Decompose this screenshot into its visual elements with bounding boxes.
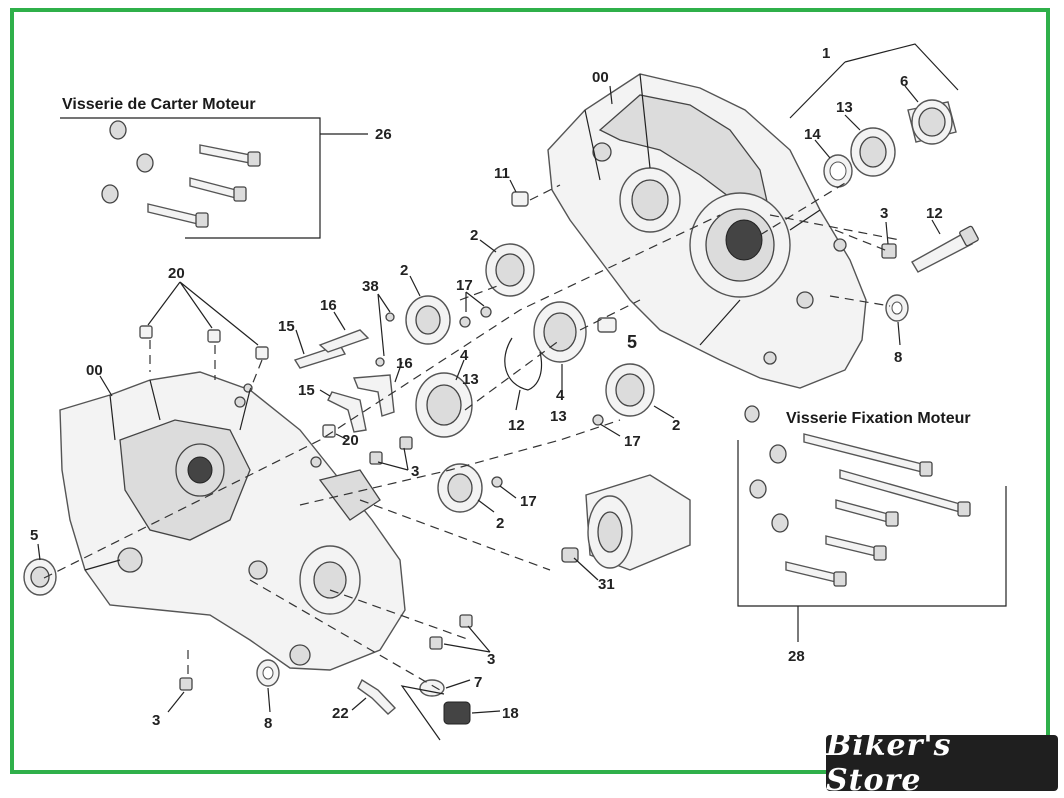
callout-label: 6: [900, 73, 908, 90]
callout-label: 4: [460, 347, 469, 364]
left-crankcase-half: [59, 371, 406, 671]
callout-label: 2: [672, 417, 680, 434]
callout-label: 15: [298, 382, 315, 399]
dowel-11: [511, 191, 529, 207]
callout-label: 13: [550, 408, 567, 425]
callout-label: 3: [411, 463, 419, 480]
callout-label: 15: [278, 318, 295, 335]
green-border-frame: [10, 8, 1050, 774]
callout-label: 7: [474, 674, 482, 691]
bearing-2-mid: [405, 295, 451, 345]
engine-mount-hardware-bolts: [744, 405, 971, 587]
callout-label: 14: [804, 126, 821, 143]
left-group-title: Visserie de Carter Moteur: [62, 96, 256, 113]
bolt-12: [911, 225, 979, 273]
assembly-dashed-lines: [43, 179, 901, 691]
callout-label: 31: [598, 576, 615, 593]
callout-label: 4: [556, 387, 565, 404]
nut-3-right: [881, 243, 897, 259]
sensor-22: [357, 678, 397, 715]
bearing-5-left: [23, 558, 57, 596]
callout-label: 22: [332, 705, 349, 722]
bearing-2-right: [605, 363, 655, 417]
callout-label: 00: [592, 69, 609, 86]
group-brackets: [60, 117, 1007, 642]
callout-label: 2: [470, 227, 478, 244]
callout-label: 3: [880, 205, 888, 222]
callout-label: 17: [456, 277, 473, 294]
callout-label: 00: [86, 362, 103, 379]
callout-label: 8: [894, 349, 902, 366]
bearing-4-13-right: [533, 301, 587, 363]
callout-label: 12: [508, 417, 525, 434]
callout-label: 26: [375, 126, 392, 143]
retaining-ring-12: [504, 337, 543, 391]
callout-label: 2: [400, 262, 408, 279]
bearing-2-upper: [485, 243, 535, 297]
callout-label: 11: [494, 165, 510, 182]
callout-label: 8: [264, 715, 272, 732]
callout-label: 16: [320, 297, 337, 314]
oil-filter-31: [561, 474, 691, 571]
small-screws-17: [375, 306, 604, 488]
washer-8-right: [885, 294, 909, 322]
callout-label: 16: [396, 355, 413, 372]
bearing-2-lower: [437, 463, 483, 513]
levers-15-16: [293, 329, 395, 433]
bushing-6: [907, 99, 957, 145]
dowel-5-right: [597, 317, 617, 333]
oring-7: [419, 679, 445, 697]
callout-label: 13: [836, 99, 853, 116]
screen-18: [443, 701, 471, 725]
washer-8-left: [256, 659, 280, 687]
callout-label: 18: [502, 705, 519, 722]
callout-label: 17: [624, 433, 641, 450]
callout-label: 17: [520, 493, 537, 510]
callout-label: 12: [926, 205, 943, 222]
callout-label: 38: [362, 278, 379, 295]
engine-case-hardware-bolts: [101, 120, 261, 228]
callout-label: 5: [30, 527, 38, 544]
callout-label: 3: [152, 712, 160, 729]
nuts-3-left: [179, 436, 473, 691]
right-group-title: Visserie Fixation Moteur: [786, 410, 971, 427]
leader-lines: [37, 43, 959, 741]
callout-label: 2: [496, 515, 504, 532]
bearing-4-13-left: [415, 372, 473, 438]
callout-label: 28: [788, 648, 805, 665]
callout-label: 20: [342, 432, 359, 449]
callout-label: 5: [627, 332, 637, 352]
callout-label: 13: [462, 371, 479, 388]
callout-label: 20: [168, 265, 185, 282]
callout-labels: 1 00 6 13 14 11 2 3 12 8 2 17 38 16 15 2…: [30, 45, 943, 732]
store-watermark: Biker's Store: [826, 728, 1058, 798]
dowels-20: [139, 325, 336, 438]
callout-label: 3: [487, 651, 495, 668]
right-crankcase-half: [547, 73, 867, 389]
bearing-13-seal: [850, 127, 896, 177]
washer-14: [823, 154, 853, 188]
watermark-text: Biker's Store: [826, 728, 952, 798]
callout-label: 1: [822, 45, 830, 62]
